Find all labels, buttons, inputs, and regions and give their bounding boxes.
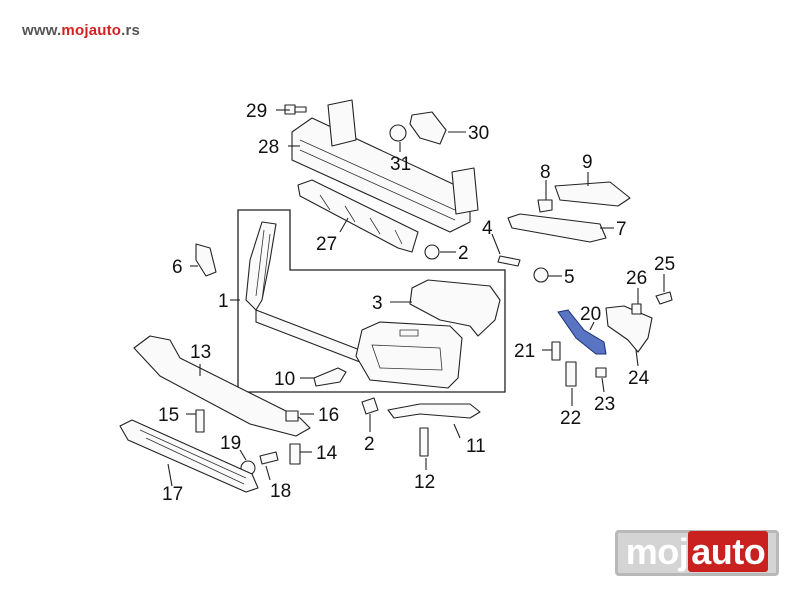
guide-7-part[interactable]: [507, 213, 607, 243]
site-url-suffix: .rs: [121, 22, 141, 39]
leader-lines: [167, 109, 665, 487]
bolt-21-part[interactable]: [551, 341, 561, 361]
impact-beam-part[interactable]: [291, 99, 479, 233]
bracket-20-highlighted-part[interactable]: [557, 309, 607, 355]
bracket-24-part[interactable]: [605, 305, 653, 353]
callout-31: 31: [390, 154, 411, 175]
bracket-30-part[interactable]: [409, 111, 447, 145]
bolt-22-part[interactable]: [565, 361, 577, 387]
callout-6: 6: [172, 257, 183, 278]
bolt-4-part[interactable]: [497, 255, 521, 267]
callout-14: 14: [316, 443, 338, 464]
callout-20: 20: [580, 304, 601, 325]
callout-26: 26: [626, 268, 647, 289]
callout-18: 18: [270, 481, 291, 502]
callout-labels: 29 28 30 31 8 9 7 4 5 2 27 6 1 3 10 20 2…: [158, 101, 675, 505]
watermark-part1: moj: [625, 531, 689, 572]
callout-30: 30: [468, 123, 489, 144]
clip-2-upper-part[interactable]: [424, 244, 440, 260]
callout-15: 15: [158, 405, 179, 426]
site-url-brand: mojauto: [61, 22, 122, 39]
bumper-cover-part[interactable]: [245, 221, 361, 363]
callout-27: 27: [316, 234, 337, 255]
clip-5-part[interactable]: [533, 267, 549, 283]
callout-23: 23: [594, 394, 615, 415]
callout-1: 1: [218, 291, 229, 312]
bracket-3-part[interactable]: [409, 279, 501, 337]
callout-24: 24: [628, 368, 650, 389]
site-url[interactable]: www.mojauto.rs: [22, 22, 140, 39]
callout-4: 4: [482, 218, 493, 239]
callout-28: 28: [258, 137, 279, 158]
callout-19: 19: [220, 433, 241, 454]
callout-9: 9: [582, 152, 593, 173]
callout-13: 13: [190, 342, 211, 363]
bolt-8-part[interactable]: [537, 199, 553, 213]
callout-8: 8: [540, 162, 551, 183]
underbody-panel-17-part[interactable]: [119, 419, 259, 493]
bolt-12-part[interactable]: [419, 427, 429, 457]
clip-26-part[interactable]: [631, 303, 642, 315]
callout-22: 22: [560, 408, 581, 429]
site-url-prefix: www.: [22, 22, 62, 39]
absorber-part[interactable]: [297, 179, 419, 253]
callout-3: 3: [372, 293, 383, 314]
callout-7: 7: [616, 219, 627, 240]
callout-17: 17: [162, 484, 183, 505]
fog-lamp-housing-part[interactable]: [355, 321, 463, 389]
clip-2-lower-part[interactable]: [361, 397, 379, 415]
cap-10-part[interactable]: [313, 367, 347, 387]
callout-21: 21: [514, 341, 535, 362]
callout-5: 5: [564, 267, 575, 288]
trim-11-part[interactable]: [387, 403, 481, 419]
callout-25: 25: [654, 254, 675, 275]
callout-29: 29: [246, 101, 267, 122]
callout-10: 10: [274, 369, 295, 390]
callout-11: 11: [466, 436, 486, 457]
bolt-25-part[interactable]: [655, 291, 673, 305]
watermark-part2: auto: [688, 531, 769, 572]
mojauto-watermark-logo: mojauto: [615, 530, 779, 576]
callout-12: 12: [414, 472, 435, 493]
bolt-15-part[interactable]: [195, 409, 205, 433]
clip-16-part[interactable]: [285, 410, 299, 422]
spoiler-13-part[interactable]: [133, 335, 311, 437]
callout-2-upper: 2: [458, 243, 469, 264]
bolt-14-part[interactable]: [289, 443, 301, 465]
bracket-6-part[interactable]: [195, 243, 217, 277]
callout-16: 16: [318, 405, 339, 426]
nut-31-part[interactable]: [389, 124, 407, 142]
guide-9-part[interactable]: [554, 181, 631, 207]
callout-2-lower: 2: [364, 434, 375, 455]
clip-23-part[interactable]: [595, 367, 607, 378]
bolt-18-part[interactable]: [259, 451, 279, 465]
